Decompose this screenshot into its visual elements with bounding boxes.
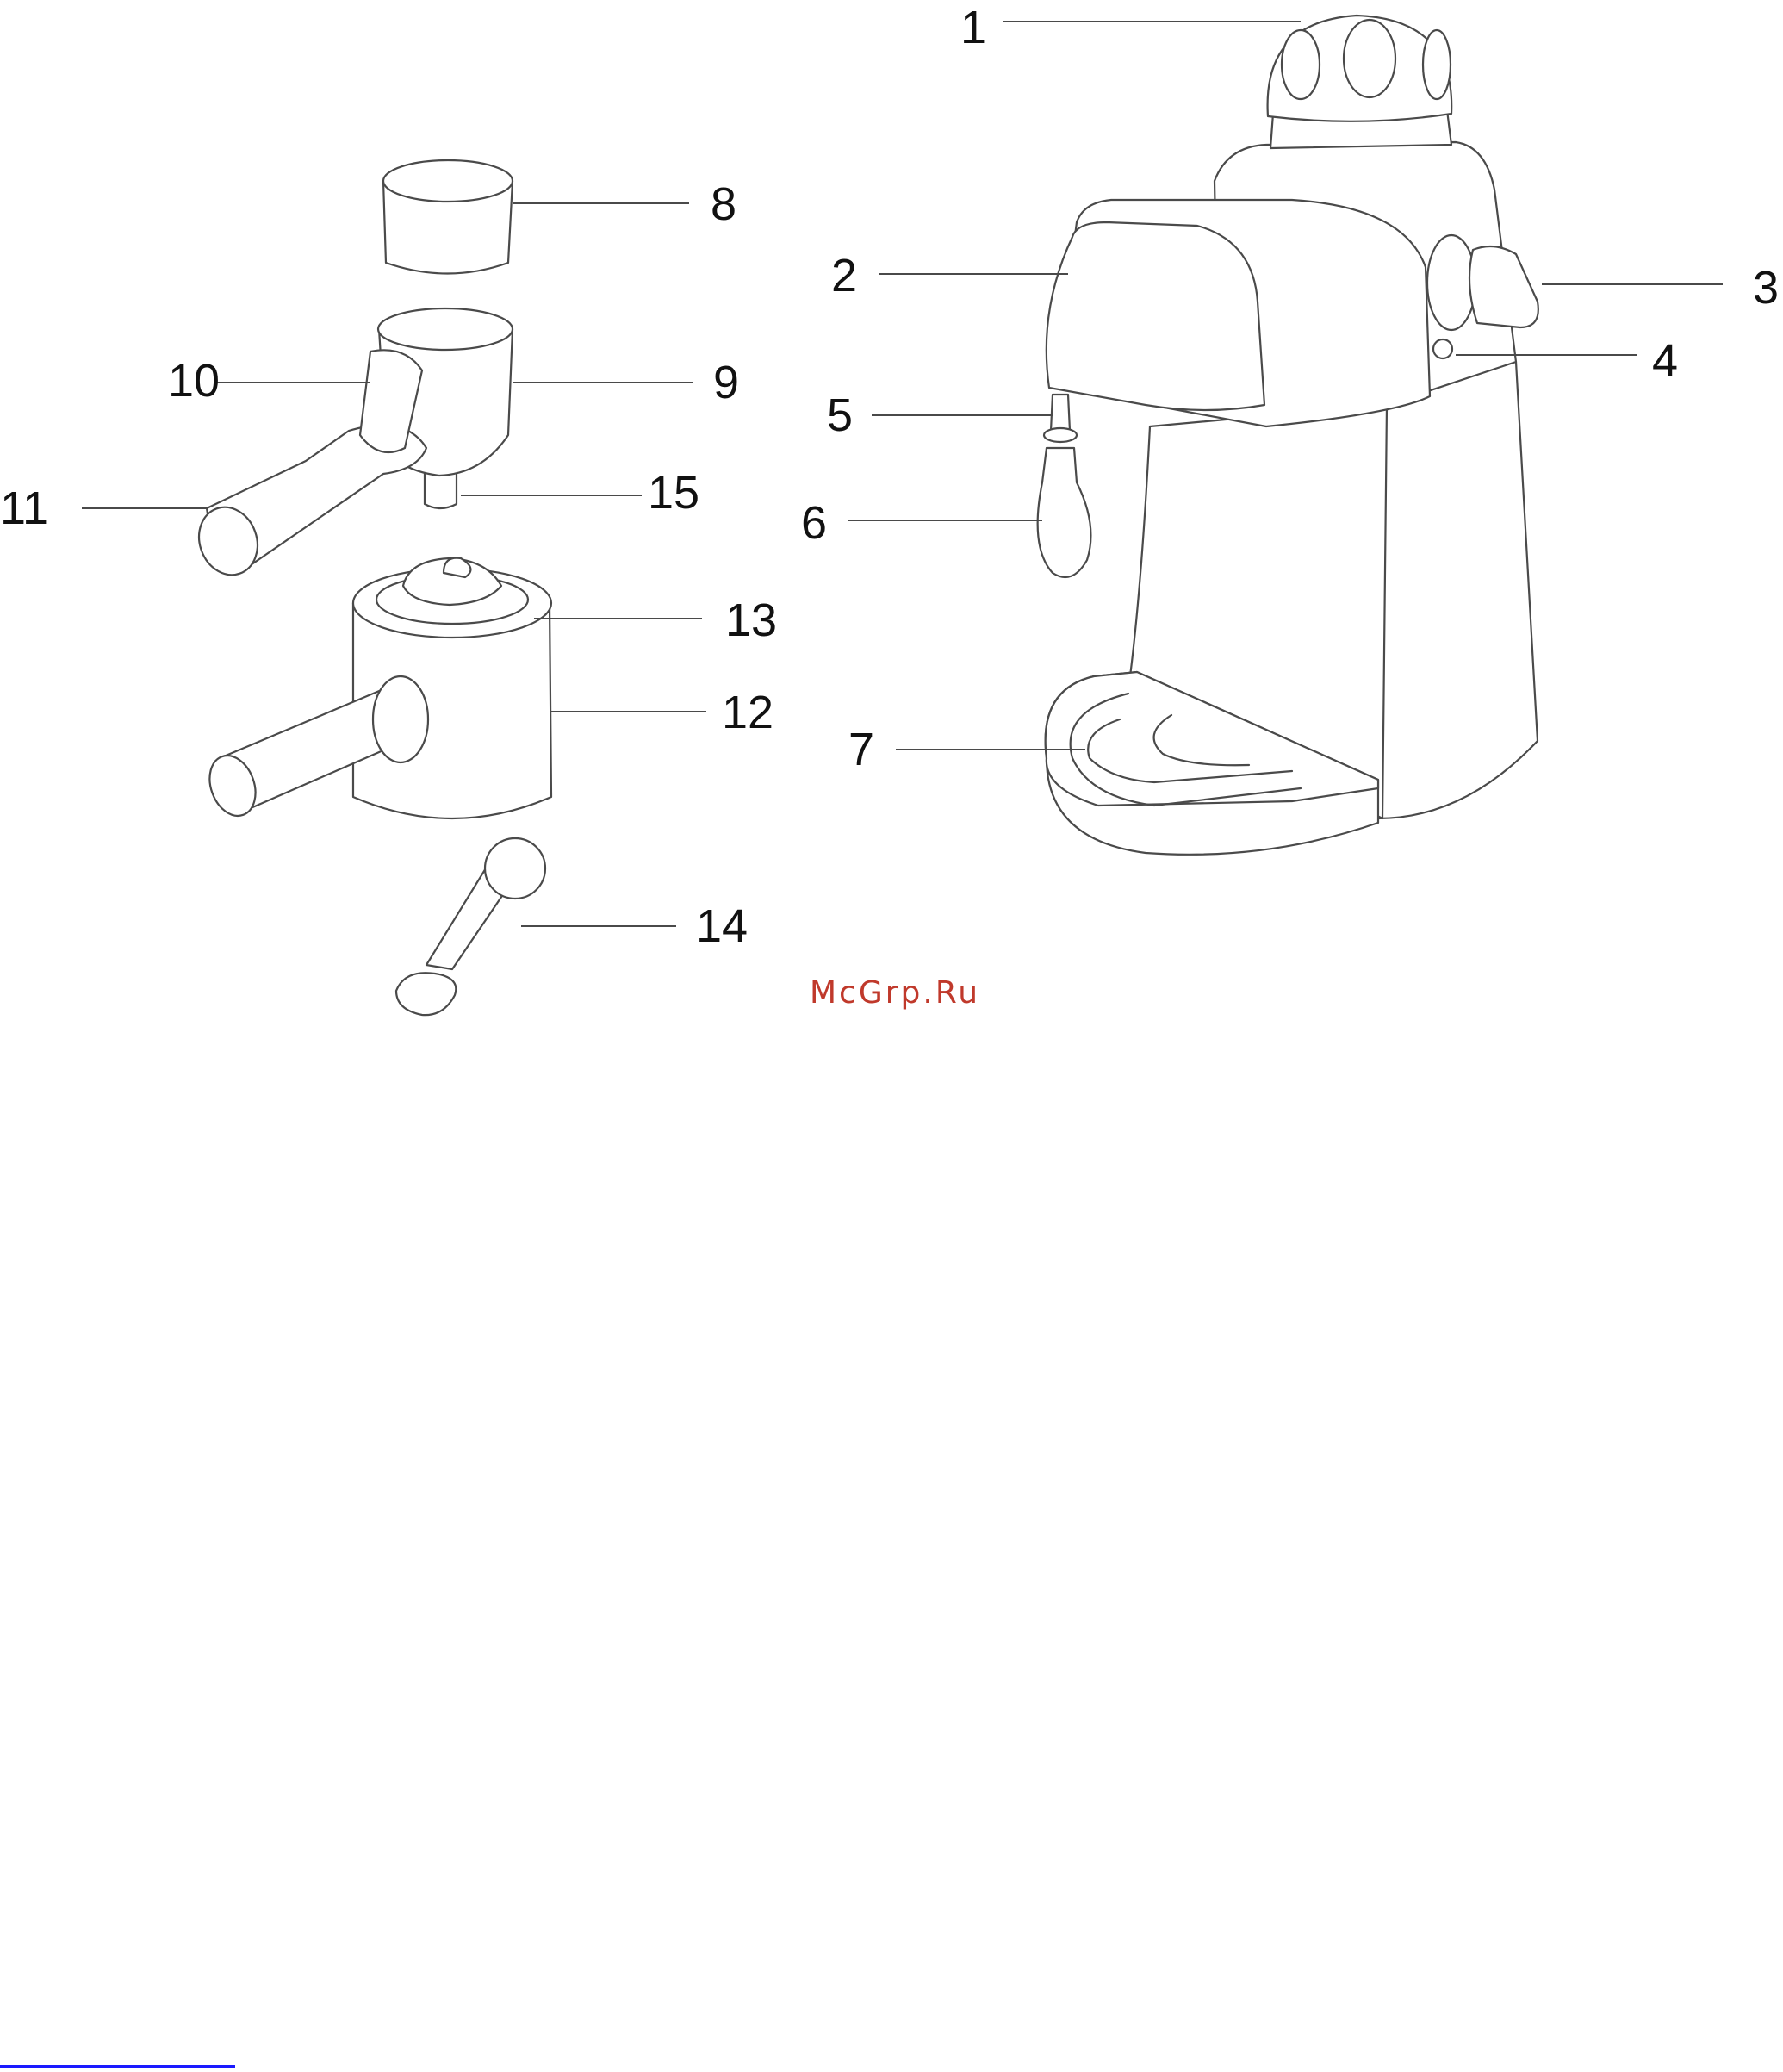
machine-body (1378, 362, 1538, 818)
callout-3: 3 (1753, 262, 1779, 314)
callout-1: 1 (960, 2, 986, 53)
watermark-text: McGrp.Ru (810, 975, 980, 1011)
lid-vent-right (1423, 30, 1451, 99)
steam-tube-cover (1038, 448, 1091, 577)
callout-13: 13 (725, 594, 777, 646)
filter-holder-rim (378, 308, 513, 350)
callout-5: 5 (827, 389, 853, 441)
coffee-filter (383, 160, 513, 274)
steam-knob-ring (1427, 235, 1475, 330)
filter-holder-spout (425, 472, 457, 508)
callout-10: 10 (168, 355, 220, 407)
callout-4: 4 (1652, 335, 1678, 387)
footer-rule (0, 2065, 235, 2068)
callout-14: 14 (696, 900, 748, 952)
steam-knob (1469, 246, 1538, 327)
callout-15: 15 (648, 467, 699, 519)
callout-7: 7 (848, 724, 874, 775)
lid-vent-center (1344, 20, 1395, 97)
callout-9: 9 (713, 357, 739, 408)
espresso-machine (1038, 16, 1538, 855)
espresso-machine-parts-diagram: 1 2 3 4 5 6 7 8 9 10 11 12 13 14 15 (0, 0, 1783, 1034)
nozzle-ring (1044, 428, 1077, 442)
callout-6: 6 (801, 497, 827, 549)
callout-8: 8 (711, 178, 736, 230)
pipe-collar (373, 676, 428, 762)
callout-12: 12 (722, 687, 773, 738)
filter-holder (189, 308, 513, 583)
callout-11: 11 (0, 482, 48, 534)
callout-2: 2 (831, 250, 857, 302)
steam-nozzle (1051, 395, 1070, 431)
front-panel-window (1047, 222, 1264, 410)
lid-vent-left (1282, 30, 1320, 99)
indicator-light (1433, 339, 1452, 358)
